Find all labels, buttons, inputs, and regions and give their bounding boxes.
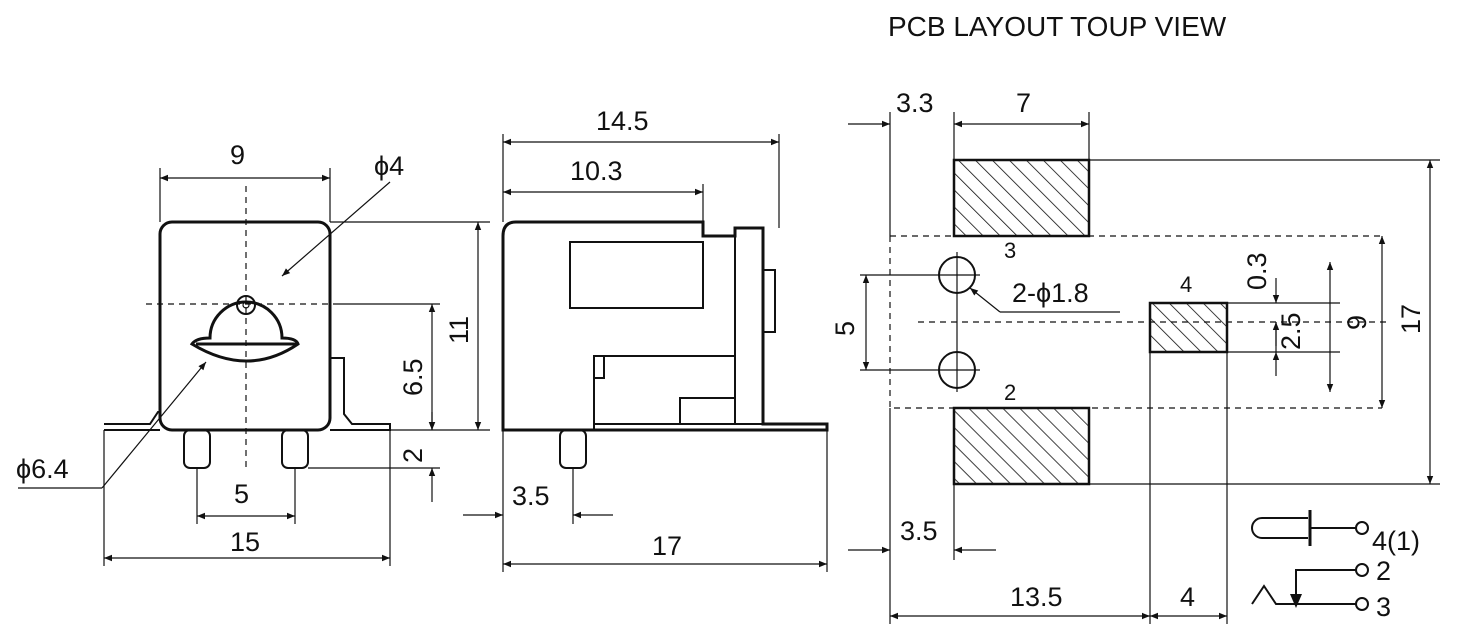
dim-pcb-bottom-offset: 3.5: [900, 516, 938, 546]
plug-symbol: [1251, 517, 1308, 539]
dim-front-pin-length: 2: [398, 448, 428, 463]
dim-side-length-total: 14.5: [596, 106, 649, 136]
pad-4: [1148, 301, 1229, 354]
dim-front-pin-spacing: 5: [234, 479, 249, 509]
dim-pcb-top-left-offset: 3.3: [896, 88, 934, 118]
dim-front-center-height: 6.5: [398, 358, 428, 396]
switch-symbol: [1251, 584, 1356, 605]
side-body: [501, 220, 829, 432]
dim-pcb-pad4-width: 4: [1180, 582, 1195, 612]
front-pin-right: [281, 429, 309, 469]
socket-opening: [189, 300, 300, 363]
pad-label-3: 3: [1004, 238, 1016, 263]
dim-side-base-length: 17: [652, 531, 682, 561]
pad-3: [952, 158, 1091, 238]
schematic-pin-2: 2: [1376, 556, 1391, 586]
pad-2: [952, 406, 1091, 486]
dim-pcb-hole-dia: 2-ϕ1.8: [1012, 278, 1089, 308]
dim-front-base-width: 15: [230, 527, 260, 557]
side-pin: [559, 429, 587, 469]
pcb-layout-view: 3 2 4 3.3 7 5 2-ϕ1.8 0.3 2.5 9: [830, 88, 1440, 624]
front-body: [158, 220, 332, 432]
side-view: 14.5 10.3 3.5 17: [463, 106, 829, 572]
dim-front-hole-dia: ϕ4: [374, 151, 404, 181]
dim-pcb-outer-height: 17: [1396, 304, 1426, 334]
dim-pcb-inner-height: 9: [1342, 315, 1372, 330]
schematic-pin-3: 3: [1376, 592, 1391, 622]
schematic-pin-4: 4(1): [1372, 526, 1420, 556]
page-title: PCB LAYOUT TOUP VIEW: [888, 11, 1227, 42]
front-pin-left: [183, 429, 211, 469]
schematic-symbol: 4(1) 2 3: [1251, 510, 1420, 622]
dim-pcb-hole-spacing: 5: [830, 321, 860, 336]
dim-pcb-pad-width: 7: [1016, 88, 1031, 118]
front-view: 9 ϕ4 ϕ6.4 11 6.5 2 5 15: [16, 140, 490, 566]
pad-label-2: 2: [1004, 380, 1016, 405]
dim-front-width-top: 9: [230, 140, 245, 170]
dim-side-pin-offset: 3.5: [512, 481, 550, 511]
dim-pcb-pad4-offset: 0.3: [1242, 252, 1272, 290]
pad-label-4: 4: [1180, 272, 1192, 297]
dim-front-outer-dia: ϕ6.4: [16, 454, 69, 484]
dim-pcb-pad4-height: 2.5: [1276, 312, 1306, 350]
dim-front-height-total: 11: [444, 316, 474, 344]
dim-pcb-pad4-position: 13.5: [1010, 582, 1063, 612]
dim-side-length-inner: 10.3: [570, 156, 623, 186]
